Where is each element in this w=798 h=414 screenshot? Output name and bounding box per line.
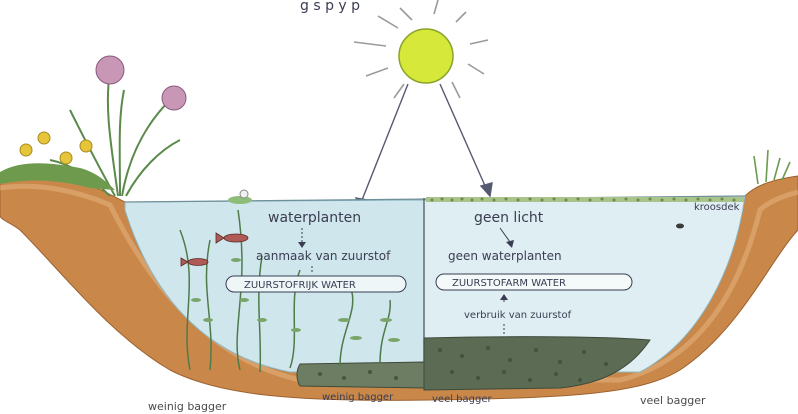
label-zuurstofarm-water: ZUURSTOFARM WATER <box>452 278 566 289</box>
caption-veel-bagger: veel bagger <box>640 394 706 407</box>
label-geen-waterplanten: geen waterplanten <box>448 249 562 263</box>
yellow-flower-icon <box>20 132 92 164</box>
label-zuurstofrijk-water: ZUURSTOFRIJK WATER <box>244 280 356 291</box>
label-waterplanten: waterplanten <box>268 210 361 226</box>
caption-weinig-bagger: weinig bagger <box>148 400 227 413</box>
bank-plants <box>0 56 186 196</box>
label-geen-licht: geen licht <box>474 210 544 226</box>
sludge-left <box>297 362 424 388</box>
label-verbruik-van-zuurstof: verbruik van zuurstof <box>464 310 572 321</box>
sun-icon <box>354 0 488 98</box>
cropped-header-text: g s p y p <box>300 0 360 14</box>
lily-icon <box>228 190 252 204</box>
label-aanmaak-van-zuurstof: aanmaak van zuurstof <box>256 249 391 263</box>
label-veel-bagger-bottom: veel bagger <box>432 394 493 405</box>
label-kroosdek: kroosdek <box>694 202 740 213</box>
beetle-icon <box>676 224 684 229</box>
light-rays <box>356 84 492 212</box>
label-weinig-bagger-bottom: weinig bagger <box>322 392 394 403</box>
pink-flower-icon <box>96 56 186 110</box>
